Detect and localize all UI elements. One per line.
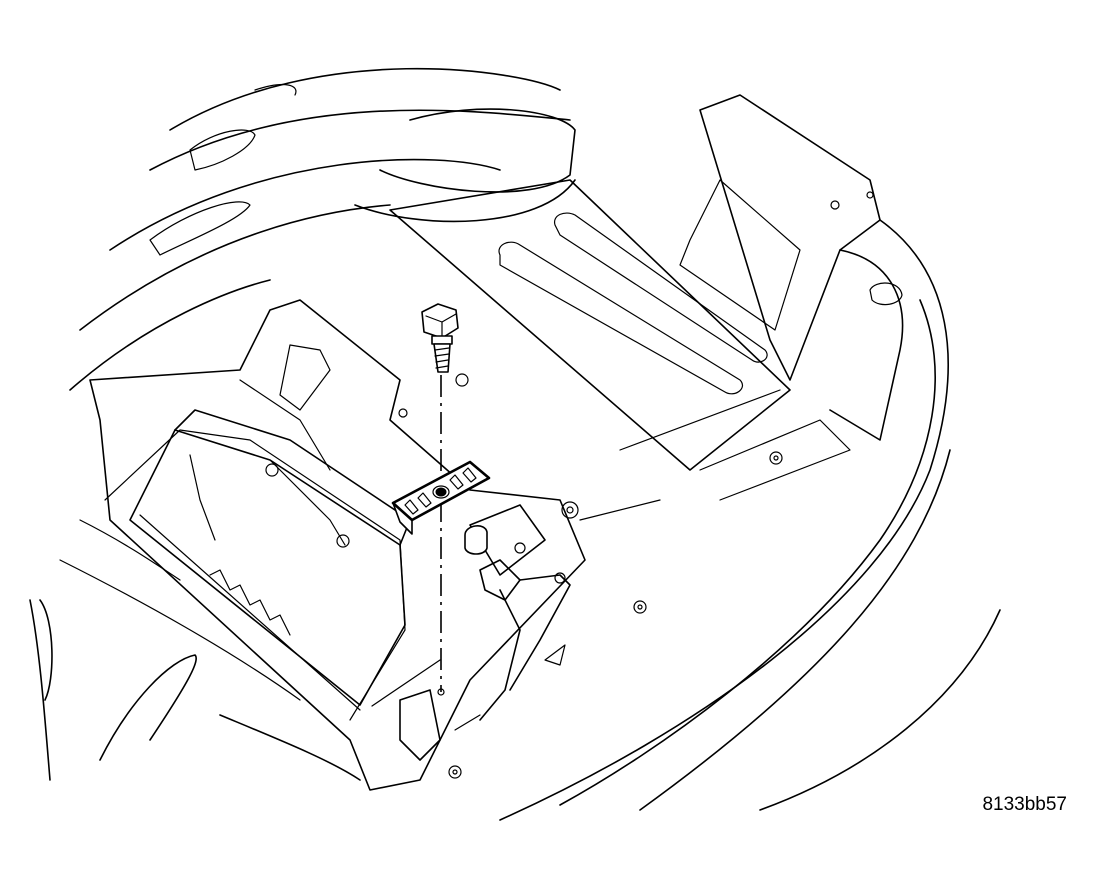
battery-hold-down-clamp [391, 460, 491, 535]
battery-tray [89, 299, 586, 791]
spare-wheel-well [69, 67, 576, 391]
bolt-hole [437, 688, 445, 696]
rear-fascia [448, 219, 1001, 821]
lower-quarter-panel [29, 519, 361, 781]
side-trim-panel [679, 94, 904, 441]
battery [129, 409, 441, 711]
trunk-floor-pan [389, 179, 791, 521]
figure-reference-code: 8133bb57 [982, 794, 1067, 815]
hold-down-bolt [421, 303, 459, 373]
jack-assembly [399, 501, 579, 761]
